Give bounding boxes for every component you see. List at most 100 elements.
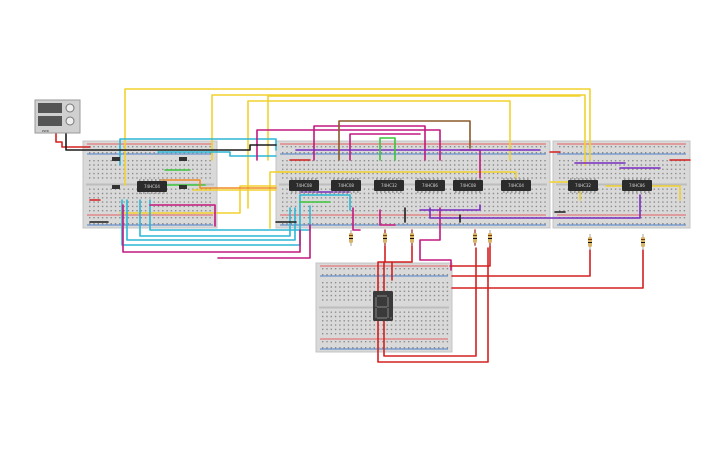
ic-chip[interactable]: 74HC08 (453, 178, 483, 193)
seven-segment-display[interactable]: 8. (373, 291, 393, 331)
ic-chip[interactable]: 74HC32 (374, 178, 404, 193)
chip-pin (640, 191, 642, 193)
wire-orange (159, 179, 277, 189)
chip-pin (417, 191, 419, 193)
chip-label: 74HC08 (460, 183, 476, 188)
wire-yellow (247, 100, 511, 209)
chip-pin (147, 192, 149, 194)
ic-chip[interactable]: 74HC08 (289, 178, 319, 193)
ic-chip[interactable]: 74HC08 (331, 178, 361, 193)
wire-red (449, 239, 491, 267)
voltage-knob[interactable] (65, 103, 75, 113)
chip-pin (628, 191, 630, 193)
chip-pin (299, 191, 301, 193)
wire-cyan (157, 151, 277, 157)
resistor-band (488, 235, 492, 236)
chip-pin (303, 178, 305, 180)
chip-pin (333, 178, 335, 180)
chip-pin (311, 178, 313, 180)
resistor-band (641, 242, 645, 243)
chip-pin (636, 178, 638, 180)
chip-pin (628, 178, 630, 180)
power-supply-label: PWR (42, 129, 49, 133)
chip-pin (570, 191, 572, 193)
chip-pin (353, 178, 355, 180)
chip-pin (143, 192, 145, 194)
chip-pin (632, 191, 634, 193)
parts-layer: PWR 74HC04 74HC08 74HC08 74HC32 74HC86 74HC08 7… (34, 99, 652, 331)
chip-pin (503, 178, 505, 180)
chip-pin (357, 191, 359, 193)
chip-pin (337, 178, 339, 180)
chip-pin (155, 192, 157, 194)
chip-pin (384, 191, 386, 193)
wire-yellow (211, 94, 586, 166)
wire-yellow (119, 185, 277, 214)
chip-pin (384, 178, 386, 180)
chip-label: 74HC08 (338, 183, 354, 188)
chip-pin (376, 178, 378, 180)
chip-pin (163, 192, 165, 194)
ic-chip[interactable]: 74HC32 (568, 178, 598, 193)
ic-chip[interactable]: 74HC86 (415, 178, 445, 193)
breadboard-right[interactable] (552, 140, 691, 229)
chip-pin (507, 191, 509, 193)
ic-chip[interactable]: 74HC04 (137, 179, 167, 194)
chip-pin (648, 178, 650, 180)
chip-pin (437, 191, 439, 193)
chip-pin (380, 191, 382, 193)
chip-label: 74HC32 (575, 183, 591, 188)
chip-pin (315, 191, 317, 193)
resistor-band (473, 238, 477, 239)
resistor-band (641, 239, 645, 240)
chip-pin (463, 178, 465, 180)
chip-pin (503, 191, 505, 193)
ic-chip-icon (289, 180, 319, 191)
resistor (410, 230, 414, 246)
chip-pin (594, 191, 596, 193)
resistor-band (588, 239, 592, 240)
chip-pin (586, 178, 588, 180)
chip-pin (345, 191, 347, 193)
chip-pin (341, 191, 343, 193)
ic-chip[interactable]: 74HC04 (501, 178, 531, 193)
wire-yellow (269, 171, 291, 229)
chip-pin (163, 179, 165, 181)
chip-pin (570, 178, 572, 180)
chip-pin (151, 179, 153, 181)
wire-yellow (124, 88, 591, 186)
chip-pin (467, 178, 469, 180)
chip-pin (307, 191, 309, 193)
chip-pin (648, 191, 650, 193)
chip-pin (357, 178, 359, 180)
ic-chip-icon (137, 181, 167, 192)
chip-pin (590, 191, 592, 193)
chip-pin (143, 179, 145, 181)
ic-chip[interactable]: 74HC86 (622, 178, 652, 193)
chip-pin (441, 191, 443, 193)
current-readout (38, 116, 62, 126)
chip-pin (392, 191, 394, 193)
chip-pin (523, 191, 525, 193)
chip-pin (578, 178, 580, 180)
chip-pin (421, 178, 423, 180)
chip-pin (574, 178, 576, 180)
chip-pin (425, 178, 427, 180)
resistor (588, 234, 592, 250)
power-supply[interactable]: PWR (34, 99, 81, 134)
current-knob[interactable] (65, 116, 75, 126)
chip-pin (479, 178, 481, 180)
component (179, 157, 187, 161)
resistor-band (588, 242, 592, 243)
wire-magenta (313, 125, 426, 161)
chip-pin (291, 178, 293, 180)
chip-pin (590, 178, 592, 180)
chip-pin (388, 178, 390, 180)
chip-pin (578, 191, 580, 193)
chip-pin (388, 191, 390, 193)
chip-pin (376, 191, 378, 193)
chip-pin (400, 178, 402, 180)
chip-pin (582, 191, 584, 193)
